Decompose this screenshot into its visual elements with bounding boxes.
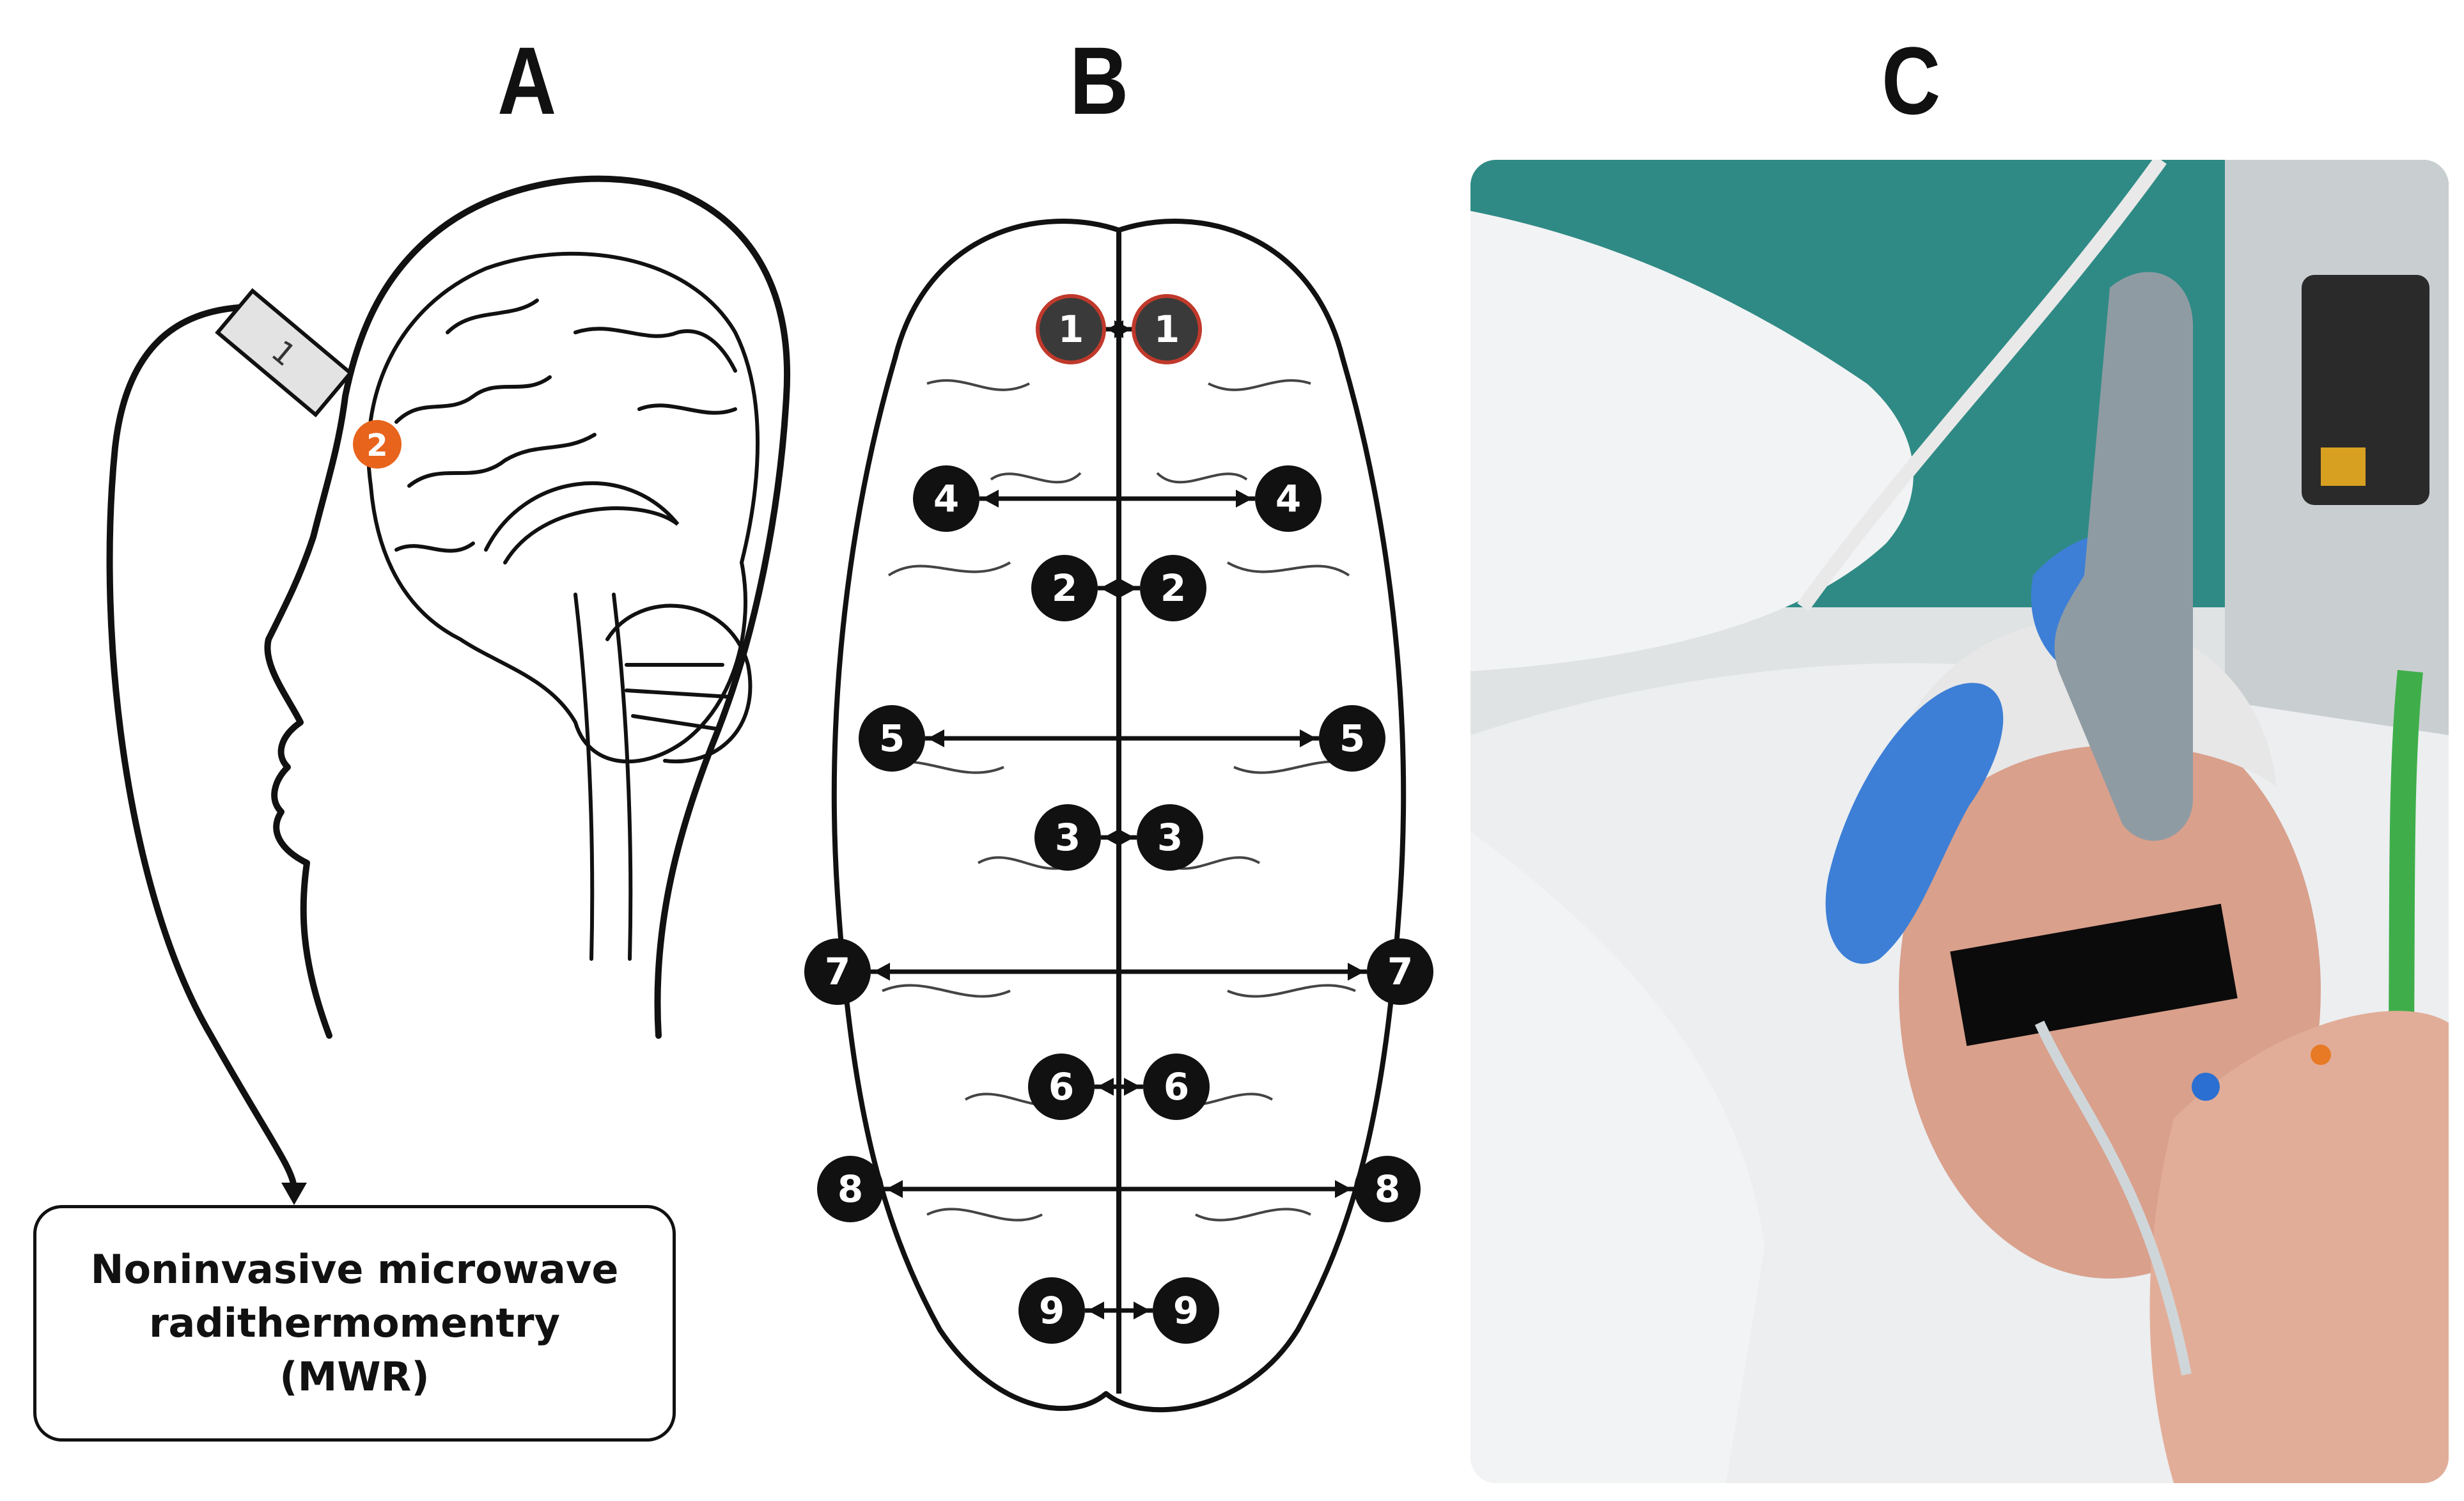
pair-arrowhead-9 (1088, 1302, 1104, 1319)
brain-top-outline (831, 219, 1407, 1413)
pair-arrowhead-2 (1121, 579, 1137, 597)
point-label-2-left: 2 (1052, 566, 1077, 610)
probe-cable (1797, 160, 2167, 612)
point-label-7-left: 7 (825, 950, 850, 993)
pair-arrowhead-2 (1100, 579, 1117, 597)
point-3-left (1034, 804, 1101, 871)
point-4-left (913, 465, 979, 532)
pair-arrowhead-5 (928, 729, 944, 747)
pair-arrowhead-1 (1114, 320, 1131, 338)
point-3-right (1137, 804, 1203, 871)
nasal-tube (2034, 1020, 2192, 1376)
point-label-3-left: 3 (1055, 816, 1080, 859)
head-outline (264, 175, 790, 1039)
point-2-right (1140, 555, 1206, 621)
point-label-9-left: 9 (1039, 1289, 1064, 1332)
panel-a-head-diagram: 1 2 (106, 175, 790, 1205)
point-9-left (1018, 1277, 1085, 1344)
panel-c-photo (1470, 160, 2449, 1483)
pair-arrowhead-7 (1348, 963, 1364, 981)
brain-outline (366, 251, 760, 764)
doctor-arm (1470, 211, 1914, 671)
point-6-right (1143, 1054, 1210, 1120)
point-8-left (817, 1156, 884, 1222)
point-label-6-left: 6 (1049, 1065, 1074, 1108)
point-7-left (804, 938, 871, 1005)
pair-arrowhead-6 (1097, 1078, 1114, 1096)
connector-arc (106, 304, 297, 1192)
point-label-4-right: 4 (1275, 477, 1301, 520)
panel-letter-a: A (497, 27, 557, 134)
mwr-label-text: Noninvasive microwave radithermomentry (… (90, 1246, 619, 1400)
panel-b-brain-diagram: 1 1 2 2 3 3 4 4 5 5 6 6 7 7 8 8 9 9 (804, 219, 1433, 1413)
ultrasound-probe (2054, 272, 2193, 841)
pair-arrowhead-5 (1300, 729, 1316, 747)
point-label-1-right: 1 (1154, 307, 1180, 351)
point-label-4-left: 4 (933, 477, 959, 520)
glove-left (1825, 683, 2004, 964)
point-8-right (1354, 1156, 1421, 1222)
point-label-3-right: 3 (1157, 816, 1183, 859)
marker-label: 2 (366, 428, 387, 463)
pair-arrowhead-8 (1335, 1180, 1352, 1198)
point-label-6-right: 6 (1164, 1065, 1189, 1108)
point-label-1-left: 1 (1058, 307, 1084, 351)
pair-arrowhead-7 (873, 963, 890, 981)
point-label-5-left: 5 (879, 717, 905, 760)
mwr-label-box: Noninvasive microwave radithermomentry (… (33, 1205, 676, 1442)
point-label-8-left: 8 (838, 1167, 863, 1211)
point-label-9-right: 9 (1173, 1289, 1199, 1332)
point-label-5-right: 5 (1339, 717, 1365, 760)
point-4-right (1255, 465, 1322, 532)
point-label-8-right: 8 (1375, 1167, 1400, 1211)
point-2-left (1031, 555, 1098, 621)
point-1-right (1132, 294, 1202, 364)
panel-letter-b: B (1070, 27, 1129, 134)
point-6-left (1028, 1054, 1095, 1120)
pair-arrowhead-3 (1118, 828, 1134, 846)
pair-arrowhead-4 (982, 490, 999, 508)
privacy-bar (1950, 903, 2238, 1046)
point-5-right (1319, 705, 1385, 772)
point-5-left (859, 705, 925, 772)
pair-arrowhead-6 (1124, 1078, 1141, 1096)
pair-arrowhead-3 (1103, 828, 1120, 846)
pair-arrowhead-4 (1236, 490, 1252, 508)
point-9-right (1153, 1277, 1219, 1344)
point-label-7-right: 7 (1387, 950, 1413, 993)
connector-arrowhead (281, 1183, 307, 1205)
probe-icon: 1 (215, 288, 354, 417)
patient-chest (2149, 1011, 2449, 1483)
pair-arrowhead-8 (886, 1180, 903, 1198)
panel-letter-c: C (1882, 27, 1941, 134)
marker-2-icon (353, 420, 402, 469)
point-label-2-right: 2 (1160, 566, 1186, 610)
point-7-right (1367, 938, 1433, 1005)
point-1-left (1036, 294, 1106, 364)
pair-arrowhead-9 (1134, 1302, 1150, 1319)
